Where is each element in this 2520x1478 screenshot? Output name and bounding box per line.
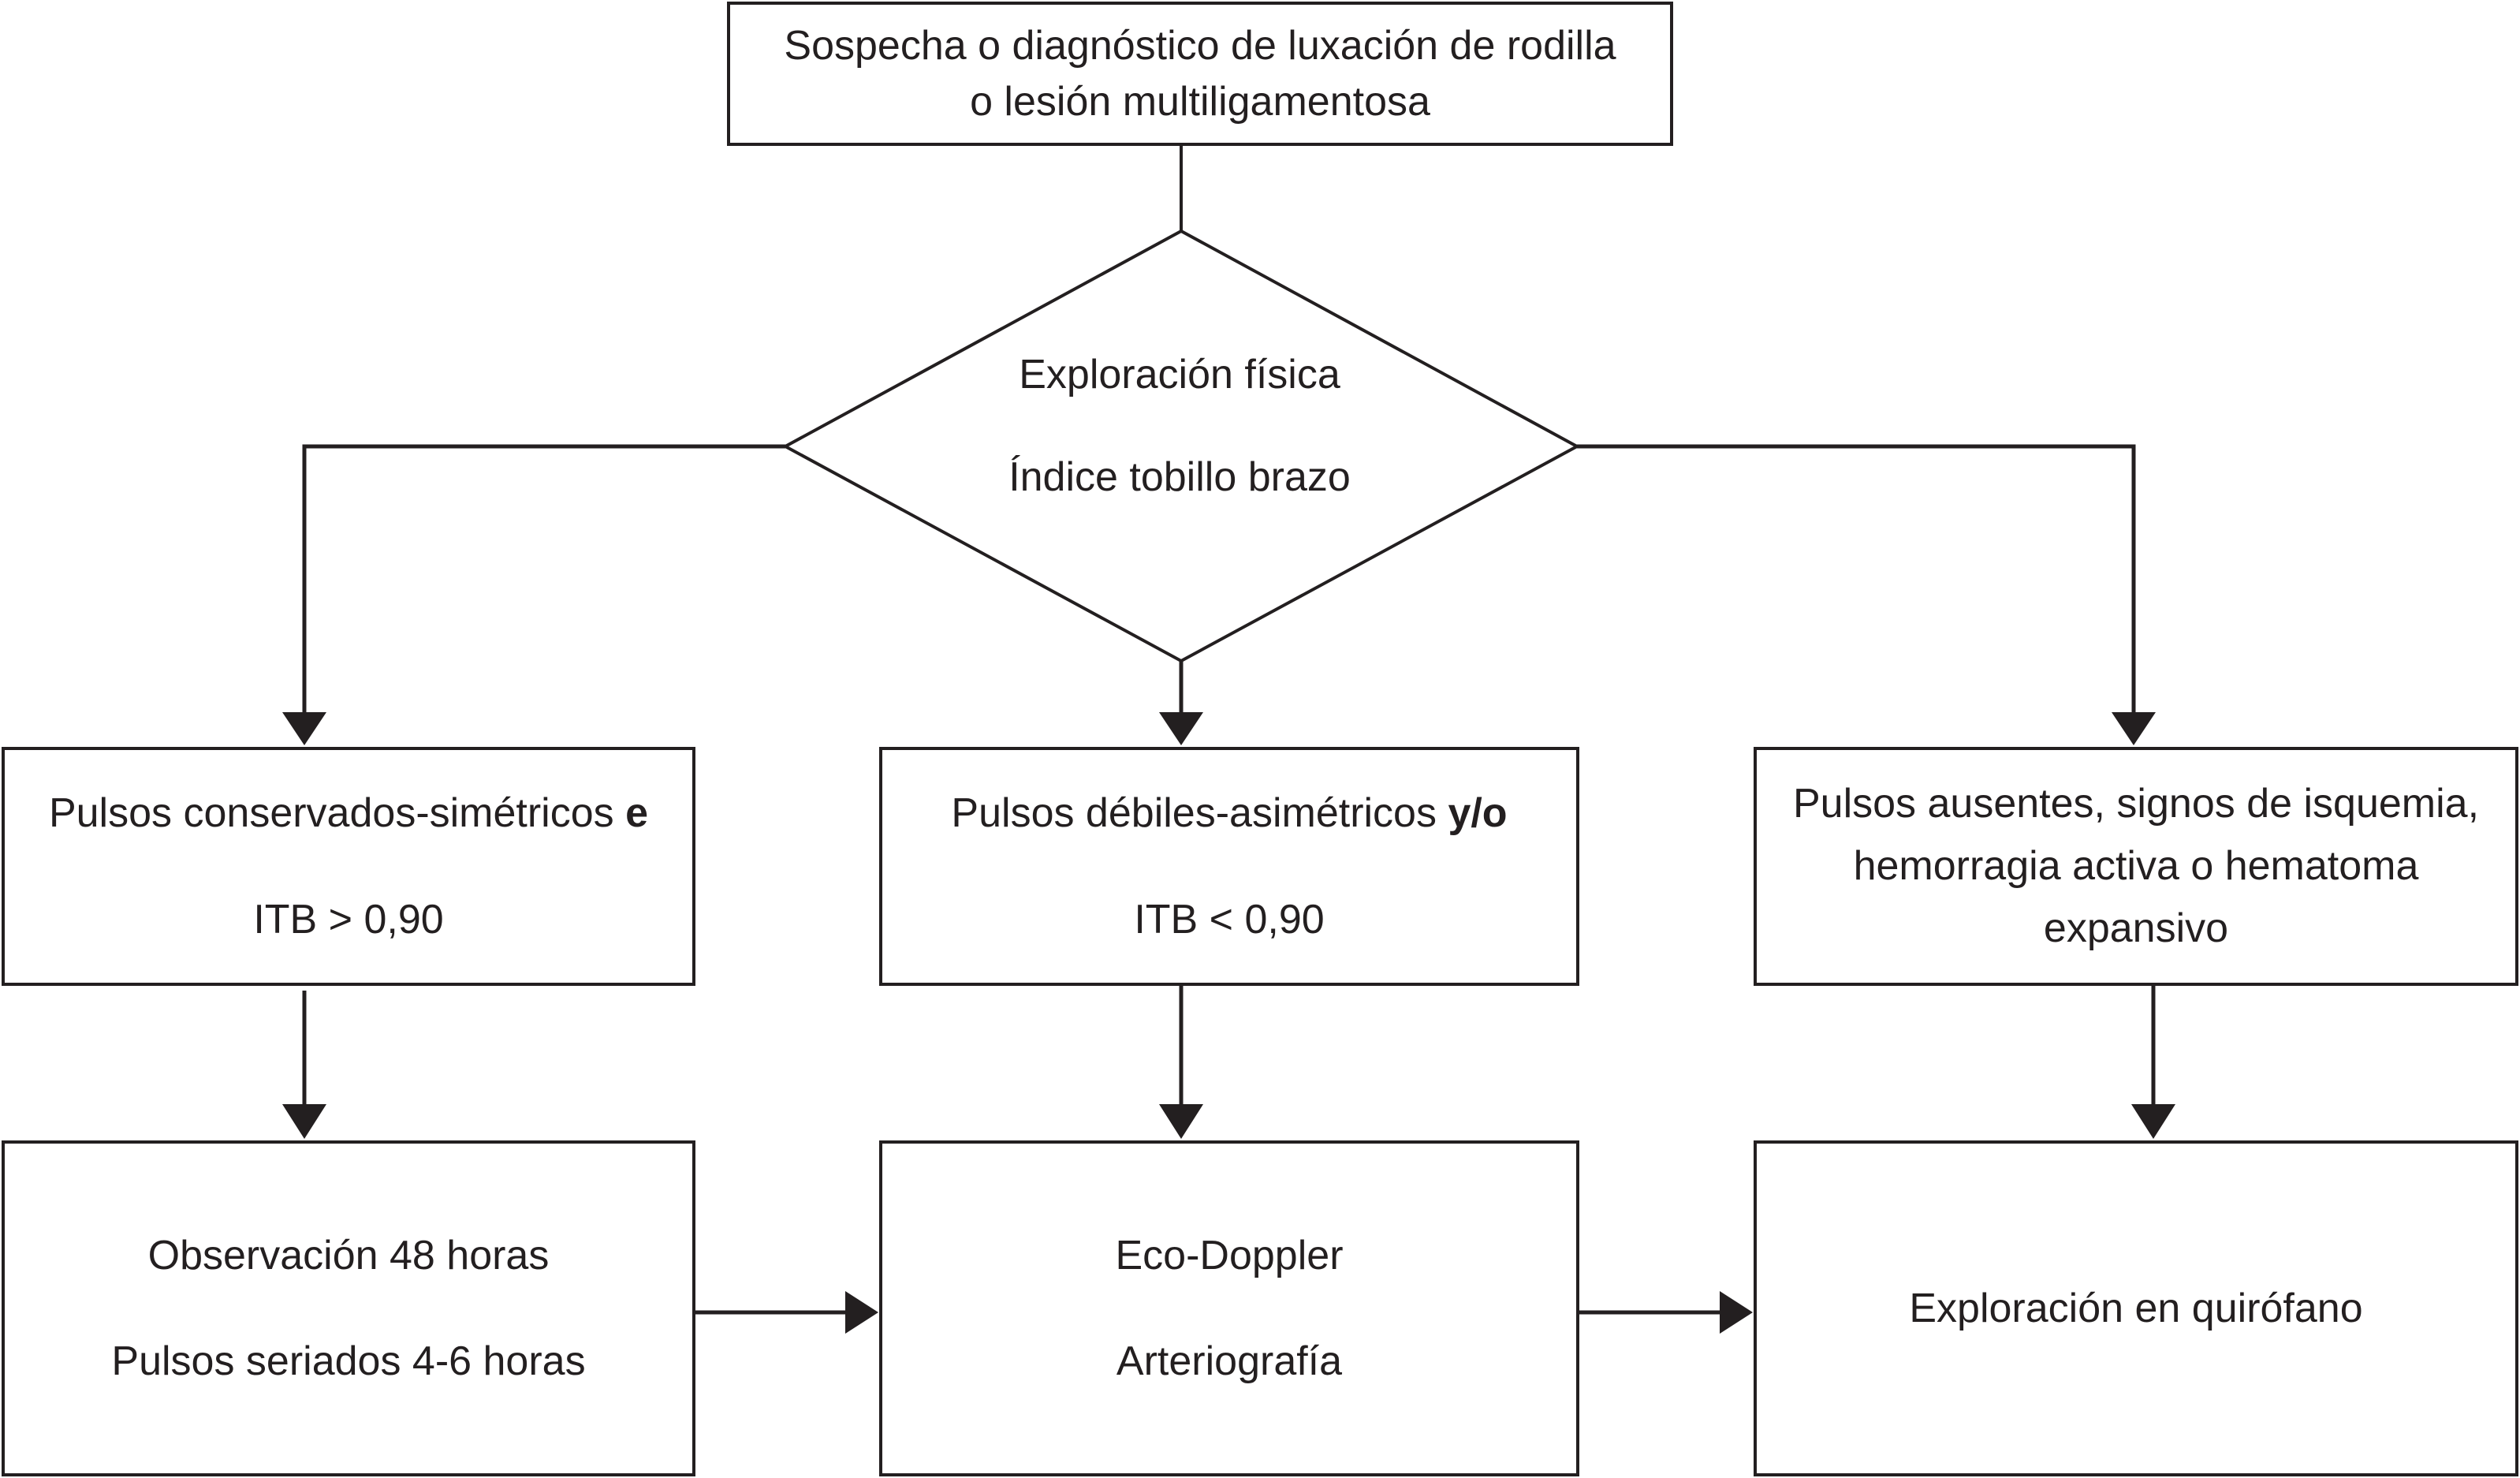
outcome-middle-line2: Arteriografía <box>1116 1338 1343 1384</box>
outcome-left-line2: Pulsos seriados 4-6 horas <box>111 1338 586 1384</box>
outcome-box-left: Observación 48 horas Pulsos seriados 4-6… <box>2 1140 695 1476</box>
arrowhead-right-outcome <box>2131 1104 2175 1139</box>
arrowhead-to-doppler <box>845 1291 878 1334</box>
arrowhead-left-outcome <box>282 1104 326 1139</box>
decision-text: Exploración física Índice tobillo brazo <box>904 347 1456 505</box>
branch-right-line2: hemorragia activa o hematoma <box>1853 842 2419 889</box>
arrowhead-left-branch <box>282 712 326 745</box>
arrowhead-to-surgery <box>1720 1291 1753 1334</box>
branch-left-criteria: Pulsos conservados-simétricos e <box>48 790 649 837</box>
start-box: Sospecha o diagnóstico de luxación de ro… <box>727 2 1673 146</box>
branch-middle-itb: ITB < 0,90 <box>1134 896 1325 942</box>
outcome-right-line1: Exploración en quirófano <box>1909 1285 2363 1331</box>
decision-line1: Exploración física <box>1019 352 1340 397</box>
branch-right-line3: expansivo <box>2043 905 2229 952</box>
branch-box-middle: Pulsos débiles-asimétricos y/o ITB < 0,9… <box>879 747 1579 986</box>
branch-left-connector-word: e <box>625 790 649 837</box>
branch-left-itb: ITB > 0,90 <box>253 896 444 942</box>
connector-decision-to-left <box>302 444 785 714</box>
decision-line2: Índice tobillo brazo <box>1008 454 1351 501</box>
branch-box-right: Pulsos ausentes, signos de isquemia, hem… <box>1754 747 2518 986</box>
outcome-middle-line1: Eco-Doppler <box>1115 1232 1344 1278</box>
branch-right-line1: Pulsos ausentes, signos de isquemia, <box>1792 780 2480 827</box>
arrowhead-middle-branch <box>1159 712 1203 745</box>
branch-box-left: Pulsos conservados-simétricos e ITB > 0,… <box>2 747 695 986</box>
start-text-line1: Sospecha o diagnóstico de luxación de ro… <box>784 23 1616 69</box>
arrowhead-middle-outcome <box>1159 1104 1203 1139</box>
outcome-box-middle: Eco-Doppler Arteriografía <box>879 1140 1579 1476</box>
start-text-line2: o lesión multiligamentosa <box>970 78 1430 125</box>
branch-middle-connector-word: y/o <box>1448 790 1508 837</box>
arrowhead-right-branch <box>2112 712 2156 745</box>
connector-decision-to-right <box>1577 444 2136 714</box>
outcome-box-right: Exploración en quirófano <box>1754 1140 2518 1476</box>
branch-middle-criteria: Pulsos débiles-asimétricos y/o <box>951 790 1508 837</box>
outcome-left-line1: Observación 48 horas <box>147 1232 550 1278</box>
